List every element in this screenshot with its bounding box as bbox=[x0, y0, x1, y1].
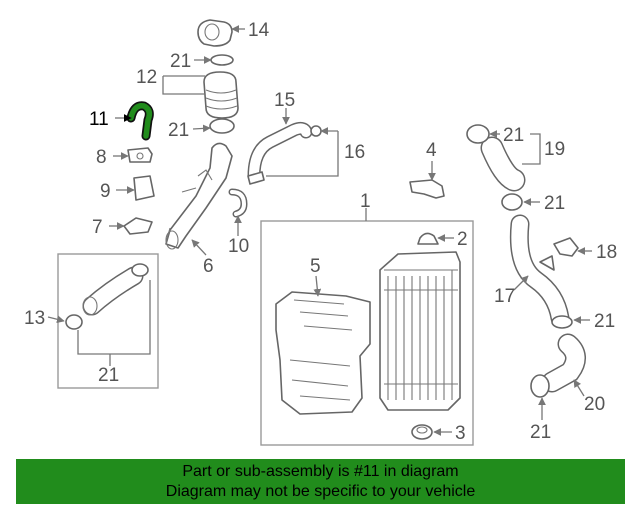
clamp-21-a[interactable] bbox=[210, 54, 234, 66]
part-3-grommet[interactable] bbox=[411, 424, 433, 440]
clamp-21-g[interactable] bbox=[551, 315, 573, 329]
clamp-21-e[interactable] bbox=[466, 124, 490, 144]
part-2-cap[interactable] bbox=[417, 232, 439, 245]
clamp-21-c[interactable] bbox=[131, 263, 149, 277]
part-18-bracket[interactable] bbox=[553, 237, 579, 257]
clamp-16-b[interactable] bbox=[247, 171, 265, 185]
callout-21-e: 21 bbox=[544, 193, 565, 214]
clamp-16-a[interactable] bbox=[310, 125, 322, 137]
clamp-21-b[interactable] bbox=[209, 118, 235, 134]
part-12-resonator-hose[interactable] bbox=[203, 71, 239, 119]
part-7-clip[interactable] bbox=[123, 217, 153, 235]
intercooler-group-box bbox=[260, 220, 474, 446]
callout-2: 2 bbox=[457, 229, 468, 250]
callout-15: 15 bbox=[274, 90, 295, 111]
callout-18: 18 bbox=[596, 242, 617, 263]
callout-17: 17 bbox=[494, 286, 515, 307]
part-9-bracket[interactable] bbox=[133, 175, 155, 201]
callout-20: 20 bbox=[584, 394, 605, 415]
callout-6: 6 bbox=[203, 256, 214, 277]
callout-3: 3 bbox=[455, 423, 466, 444]
callout-21-f: 21 bbox=[594, 311, 615, 332]
part-17-outlet-pipe[interactable] bbox=[509, 214, 570, 328]
callout-10: 10 bbox=[228, 236, 249, 257]
callout-11: 11 bbox=[89, 109, 109, 130]
part-8-sensor[interactable] bbox=[127, 147, 153, 163]
part-6-inlet-tube[interactable] bbox=[165, 142, 233, 250]
part-13-hose[interactable] bbox=[82, 266, 144, 316]
part-19-hose[interactable] bbox=[480, 136, 526, 192]
callout-4: 4 bbox=[426, 140, 437, 161]
banner-line-1: Part or sub-assembly is #11 in diagram bbox=[182, 463, 459, 480]
part-14-inlet-adapter[interactable] bbox=[197, 19, 233, 47]
callout-7: 7 bbox=[92, 217, 103, 238]
callout-21-g: 21 bbox=[530, 422, 551, 443]
callout-16: 16 bbox=[344, 142, 365, 163]
part-5-air-duct[interactable] bbox=[275, 291, 371, 415]
parts-diagram: 14 21 12 11 21 15 16 8 9 7 6 10 1 4 2 5 … bbox=[24, 19, 617, 446]
callout-14: 14 bbox=[248, 20, 270, 41]
part-20-hose[interactable] bbox=[541, 333, 586, 393]
callout-12: 12 bbox=[136, 67, 157, 88]
clamp-21-f[interactable] bbox=[501, 193, 523, 211]
callout-21-d: 21 bbox=[503, 125, 524, 146]
callout-13: 13 bbox=[24, 308, 45, 329]
highlight-notice-banner: Part or sub-assembly is #11 in diagram D… bbox=[16, 459, 625, 504]
callout-21-a: 21 bbox=[170, 51, 191, 72]
callout-5: 5 bbox=[310, 256, 321, 277]
clamp-21-h[interactable] bbox=[530, 374, 550, 398]
part-4-bracket[interactable] bbox=[409, 179, 445, 199]
callout-21-c: 21 bbox=[98, 365, 119, 386]
callout-9: 9 bbox=[100, 181, 111, 202]
banner-line-2: Diagram may not be specific to your vehi… bbox=[165, 483, 476, 500]
callout-1: 1 bbox=[360, 191, 371, 212]
callout-21-b: 21 bbox=[168, 120, 189, 141]
callout-8: 8 bbox=[96, 147, 107, 168]
part-1-intercooler[interactable] bbox=[379, 251, 461, 411]
callout-19: 19 bbox=[544, 139, 565, 160]
clamp-21-d[interactable] bbox=[65, 314, 83, 330]
